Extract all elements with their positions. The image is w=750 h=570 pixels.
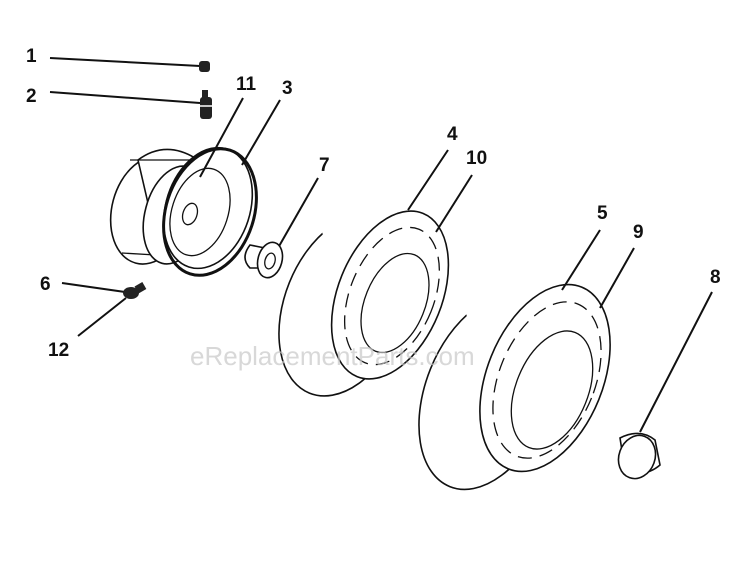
callout-11: 11 bbox=[236, 74, 257, 95]
watermark: eReplacementParts.com bbox=[190, 341, 475, 371]
callout-3: 3 bbox=[282, 78, 293, 99]
callout-4: 4 bbox=[447, 124, 458, 145]
callout-5: 5 bbox=[597, 203, 608, 224]
part-1-nut bbox=[49, 57, 210, 72]
callout-7: 7 bbox=[319, 155, 330, 176]
callout-9: 9 bbox=[633, 222, 644, 243]
part-6-grease-fitting bbox=[61, 282, 147, 337]
part-7-bushing bbox=[244, 177, 319, 279]
part-3-ring bbox=[162, 147, 258, 277]
callout-8: 8 bbox=[710, 267, 721, 288]
callout-12: 12 bbox=[48, 340, 69, 361]
callout-10: 10 bbox=[466, 148, 487, 169]
callout-2: 2 bbox=[26, 86, 37, 107]
callout-6: 6 bbox=[40, 274, 51, 295]
part-4-tire bbox=[278, 205, 450, 397]
part-8-hub-cap bbox=[617, 291, 713, 480]
part-5-tire bbox=[418, 275, 615, 495]
part-2-valve-stem bbox=[49, 90, 212, 119]
callout-1: 1 bbox=[26, 46, 37, 67]
part-11-rim bbox=[109, 146, 254, 270]
